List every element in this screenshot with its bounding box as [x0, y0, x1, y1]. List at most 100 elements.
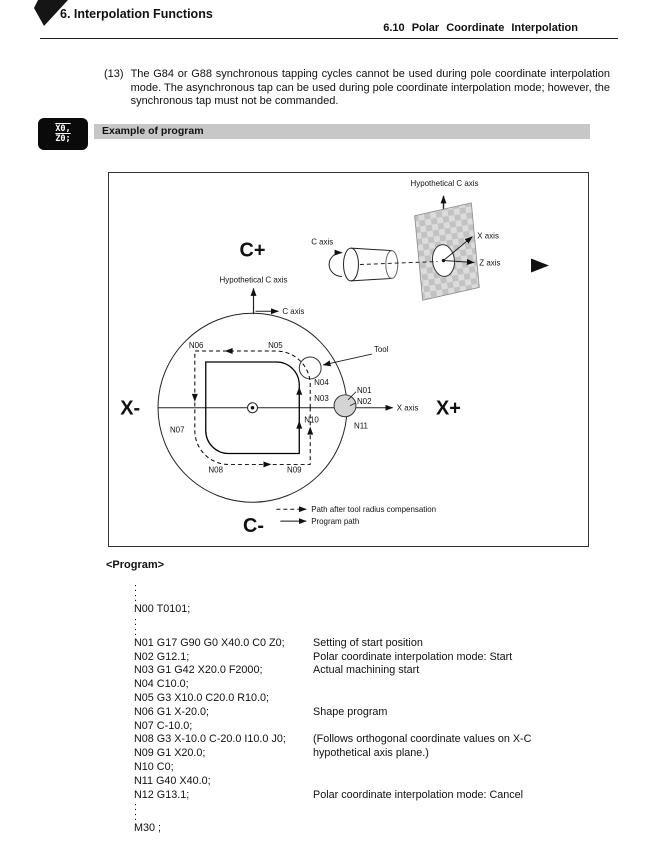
label-n03: N03	[314, 394, 329, 403]
n02-leader	[349, 402, 357, 407]
program-comment: Actual machining start	[313, 664, 420, 677]
program-comment	[313, 617, 614, 627]
example-icon-text-1: X0,	[55, 124, 71, 134]
program-comment	[313, 720, 614, 734]
cylinder-end	[343, 247, 359, 282]
label-n11: N11	[354, 422, 369, 431]
x-axis-arrow-3d	[443, 236, 473, 261]
path-direction-arrow-up-1	[296, 386, 303, 395]
program-line: :	[134, 592, 614, 604]
label-n10: N10	[304, 416, 319, 425]
program-code: N03 G1 G42 X20.0 F2000;	[134, 664, 263, 677]
cylinder-bottom-edge	[350, 277, 392, 282]
cylinder-top-edge	[350, 247, 392, 252]
c-axis-rotation-arrow	[328, 249, 343, 277]
program-line: :	[134, 801, 614, 814]
path-direction-arrow-up-2	[296, 420, 303, 429]
example-section-header: Example of program	[94, 124, 590, 139]
program-line: N02 G12.1;Polar coordinate interpolation…	[134, 651, 614, 665]
program-comment	[313, 603, 614, 617]
label-n05: N05	[268, 341, 283, 350]
label-n06: N06	[189, 341, 204, 350]
program-line: N03 G1 G42 X20.0 F2000; Actual machining …	[134, 664, 614, 678]
program-code: N08 G3 X-10.0 C-20.0 I10.0 J0;	[134, 733, 286, 746]
example-icon-text-2: Z0;	[55, 134, 71, 144]
cylinder-axis-line	[359, 261, 438, 266]
label-z-axis-3d: Z axis	[479, 259, 500, 268]
dashed-direction-arrow-left	[224, 348, 233, 355]
label-x-axis: X axis	[397, 404, 419, 413]
program-code: :	[134, 801, 137, 814]
label-n02: N02	[357, 397, 372, 406]
label-n07: N07	[170, 426, 185, 435]
label-c-minus: C-	[243, 515, 264, 537]
label-n04: N04	[314, 378, 329, 387]
program-code: :	[134, 811, 137, 824]
program-listing: : : N00 T0101; : : N01 G17 G90 G0 X40.0 …	[134, 583, 614, 836]
program-code: N06 G1 X-20.0;	[134, 705, 210, 718]
program-line: :	[134, 615, 614, 628]
figure-diagram: Hypothetical C axis X axis Z axis C axis	[120, 179, 549, 537]
label-c-axis: C axis	[282, 307, 304, 316]
figure-legend	[276, 506, 307, 525]
bold-right-arrow	[531, 258, 549, 273]
program-code: N01 G17 G90 G0 X40.0 C0 Z0;	[134, 636, 285, 649]
paragraph-number: (13)	[104, 68, 124, 80]
label-hypothetical-c-axis-3d: Hypothetical C axis	[411, 179, 479, 188]
program-path	[205, 361, 300, 455]
program-code: M30 ;	[134, 822, 162, 835]
program-code: N02 G12.1;	[134, 650, 190, 663]
center-mark-inner	[250, 405, 255, 410]
program-code: N12 G13.1;	[134, 788, 190, 801]
paragraph-13: (13) The G84 or G88 synchronous tapping …	[104, 68, 610, 109]
label-n01: N01	[357, 386, 372, 395]
program-comment	[313, 775, 614, 789]
cylinder-far-end	[385, 250, 399, 279]
program-comment	[313, 692, 614, 706]
program-comment	[313, 761, 614, 775]
program-code: :	[134, 592, 137, 604]
program-code: N10 C0;	[134, 760, 174, 773]
program-line: :	[134, 626, 614, 637]
program-code: N11 G40 X40.0;	[134, 774, 211, 787]
program-comment	[313, 812, 614, 822]
z-axis-arrow-3d	[443, 259, 475, 266]
program-comment	[313, 627, 614, 637]
program-comment: hypothetical axis plane.)	[313, 747, 429, 760]
label-hypothetical-c-axis: Hypothetical C axis	[220, 275, 288, 284]
program-code: :	[134, 615, 137, 628]
program-code: N09 G1 X20.0;	[134, 747, 206, 760]
section-title: 6.10 Polar Coordinate Interpolation	[383, 22, 578, 34]
cylinder-illustration	[328, 195, 549, 301]
program-line: N05 G3 X10.0 C20.0 R10.0;	[134, 692, 614, 706]
chapter-title: 6. Interpolation Functions	[60, 7, 213, 21]
example-program-icon: X0, Z0;	[38, 118, 88, 150]
label-n09: N09	[287, 465, 302, 474]
dashed-direction-arrow-down	[191, 393, 198, 402]
compensated-path	[194, 350, 311, 465]
example-section-title: Example of program	[102, 125, 204, 137]
program-line: N10 C0;	[134, 761, 614, 775]
program-code: N05 G3 X10.0 C20.0 R10.0;	[134, 691, 270, 704]
program-line: N06 G1 X-20.0;Shape program	[134, 706, 614, 720]
program-comment	[313, 593, 614, 603]
tool-circle-top	[298, 356, 322, 380]
program-line: N00 T0101;	[134, 603, 614, 617]
tool-leader-arrow	[322, 353, 372, 367]
program-line: N09 G1 X20.0; hypothetical axis plane.)	[134, 747, 614, 761]
program-code: N04 C10.0;	[134, 678, 189, 691]
program-code: :	[134, 582, 137, 594]
program-line: :	[134, 582, 614, 594]
program-line: :	[134, 811, 614, 824]
corner-shape	[34, 0, 68, 26]
program-line: N04 C10.0;	[134, 678, 614, 692]
scan-corner-artifact	[34, 0, 68, 26]
label-n08: N08	[208, 465, 223, 474]
program-code: N00 T0101;	[134, 603, 191, 615]
program-title: <Program>	[106, 559, 165, 571]
program-line: N12 G13.1;Polar coordinate interpolation…	[134, 789, 614, 803]
paragraph-text: The G84 or G88 synchronous tapping cycle…	[130, 68, 610, 108]
program-line: M30 ;	[134, 822, 614, 836]
label-x-axis-3d: X axis	[477, 232, 499, 241]
program-comment	[313, 802, 614, 812]
